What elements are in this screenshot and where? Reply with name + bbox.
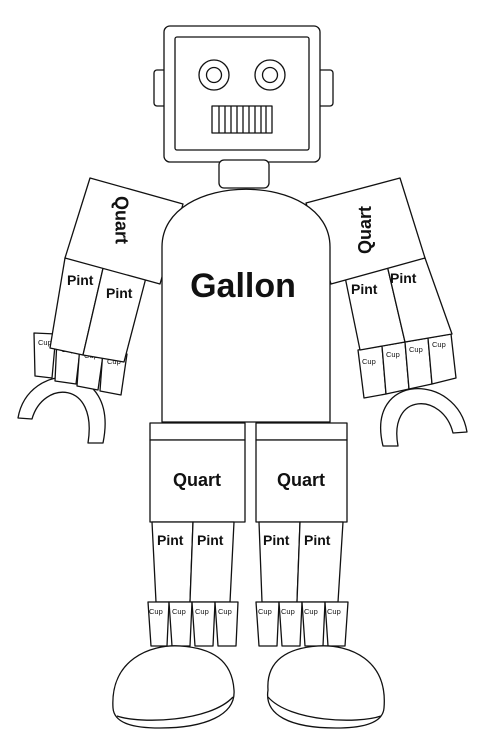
pint-label: Pint [106, 285, 133, 301]
cup-label: Cup [432, 340, 446, 349]
right-leg-quart [255, 439, 348, 523]
cup [278, 601, 303, 647]
pint-label: Pint [304, 532, 331, 548]
gallon-label: Gallon [190, 267, 296, 305]
left-arm: Cup Cup Cup Cup Pint Pint Quart [17, 177, 184, 444]
cup-label: Cup [304, 607, 318, 616]
pint-label: Pint [197, 532, 224, 548]
cup-label: Cup [38, 338, 52, 347]
pint-label: Pint [390, 270, 417, 286]
neck [218, 159, 270, 189]
cup-label: Cup [149, 607, 163, 616]
cup [357, 345, 387, 399]
cup-label: Cup [195, 607, 209, 616]
cup-label: Cup [107, 357, 121, 366]
cup-label: Cup [218, 607, 232, 616]
right-arm-cups: Cup Cup Cup Cup [357, 333, 457, 399]
pint-label: Pint [351, 281, 378, 297]
cup-label: Cup [362, 357, 376, 366]
left-leg-cuff [149, 422, 246, 441]
cup-label: Cup [327, 607, 341, 616]
right-hand-claw [380, 388, 468, 447]
pint-label: Pint [67, 272, 94, 288]
quart-label: Quart [111, 196, 131, 244]
torso-gallon [161, 188, 331, 423]
right-leg: Quart Pint Pint Cup Cup Cup Cup [255, 422, 385, 729]
quart-label: Quart [355, 206, 375, 254]
quart-label: Quart [173, 470, 221, 490]
cup [255, 601, 280, 647]
right-leg-cups: Cup Cup Cup Cup [255, 601, 349, 647]
cup-label: Cup [386, 350, 400, 359]
robot-head [153, 25, 334, 163]
cup-label: Cup [258, 607, 272, 616]
cup-label: Cup [172, 607, 186, 616]
left-leg: Quart Pint Pint Cup Cup Cup Cup [112, 422, 246, 729]
left-hand-claw [17, 376, 106, 444]
cup [324, 601, 349, 647]
cup [191, 601, 216, 647]
cup-label: Cup [409, 345, 423, 354]
left-arm-quart [64, 177, 184, 285]
right-foot-sole-line [267, 696, 382, 721]
right-arm: Cup Cup Cup Cup Pint Pint Quart [305, 177, 468, 447]
pint-label: Pint [263, 532, 290, 548]
right-leg-cuff [255, 422, 348, 441]
left-leg-quart [149, 439, 246, 523]
left-leg-cups: Cup Cup Cup Cup [147, 601, 239, 647]
pint-label: Pint [157, 532, 184, 548]
right-foot [266, 645, 385, 729]
left-foot-sole-line [116, 696, 234, 721]
quart-label: Quart [277, 470, 325, 490]
mouth-grill [211, 105, 273, 134]
cup [214, 601, 239, 647]
cup-label: Cup [281, 607, 295, 616]
cup [168, 601, 193, 647]
left-foot [112, 645, 235, 729]
